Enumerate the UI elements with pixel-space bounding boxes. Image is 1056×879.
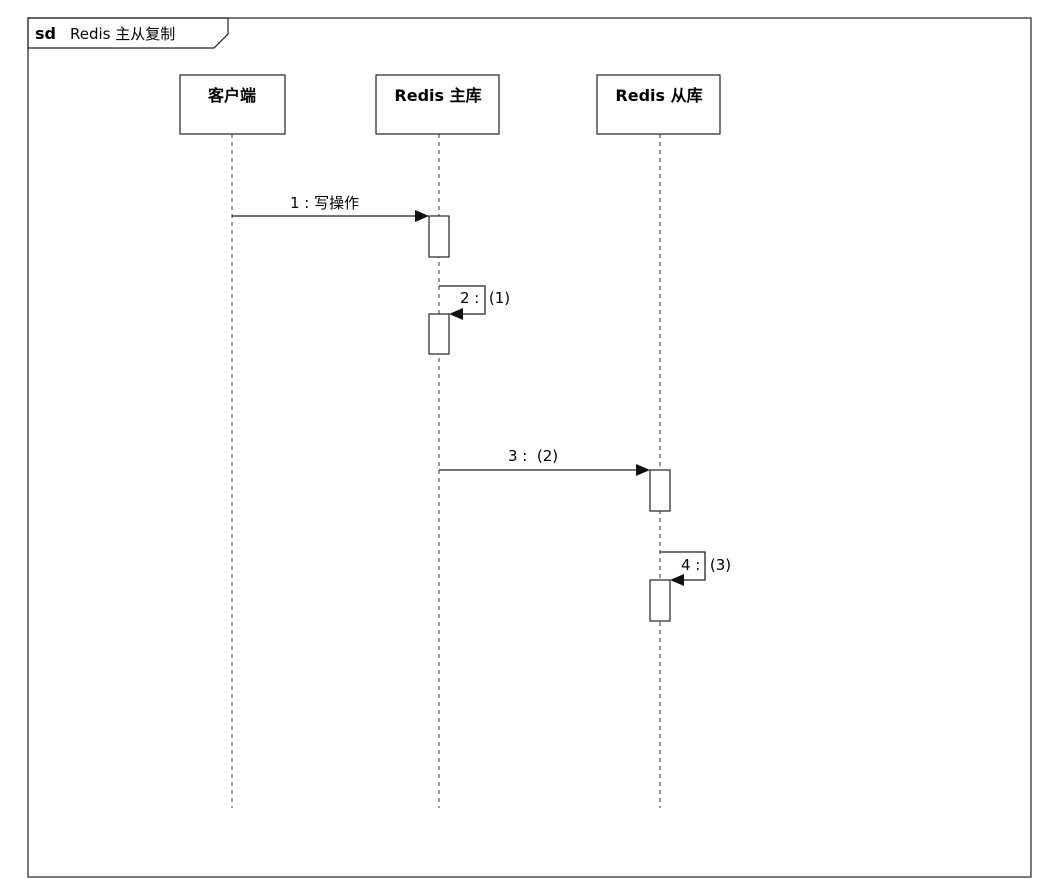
message-1: 1 : 写操作 [232, 194, 429, 222]
lifeline-label-slave: Redis 从库 [615, 86, 702, 105]
message-4-arrowhead [670, 574, 684, 586]
lifeline-label-client: 客户端 [208, 86, 256, 105]
lifeline-master: Redis 主库 [375, 74, 500, 808]
message-1-label: 1 : 写操作 [290, 194, 359, 212]
activation-slave-2 [649, 579, 671, 622]
lifeline-head-client [179, 74, 286, 135]
message-2-arrowhead [449, 308, 463, 320]
message-2: 2 : (1) [439, 285, 510, 320]
message-2-label: 2 : (1) [460, 289, 510, 307]
frame-tab [27, 17, 229, 49]
diagram-frame [27, 17, 1032, 878]
lifeline-slave: Redis 从库 [596, 74, 721, 808]
activation-slave-1 [649, 469, 671, 512]
message-4-line [660, 551, 706, 581]
activation-master-1 [428, 215, 450, 258]
message-4: 4 : (3) [660, 551, 731, 586]
message-4-label: 4 : (3) [681, 556, 731, 574]
activation-master-2 [428, 313, 450, 355]
frame-keyword: sd [35, 24, 56, 43]
lifeline-client: 客户端 [179, 74, 286, 808]
lifeline-head-master [375, 74, 500, 135]
message-3-arrowhead [636, 464, 650, 476]
message-3: 3 : (2) [439, 447, 650, 476]
message-2-line [439, 285, 486, 315]
message-3-label: 3 : (2) [508, 447, 558, 465]
lifeline-label-master: Redis 主库 [394, 86, 481, 105]
lifeline-head-slave [596, 74, 721, 135]
message-1-arrowhead [415, 210, 429, 222]
frame-title: Redis 主从复制 [70, 25, 175, 43]
